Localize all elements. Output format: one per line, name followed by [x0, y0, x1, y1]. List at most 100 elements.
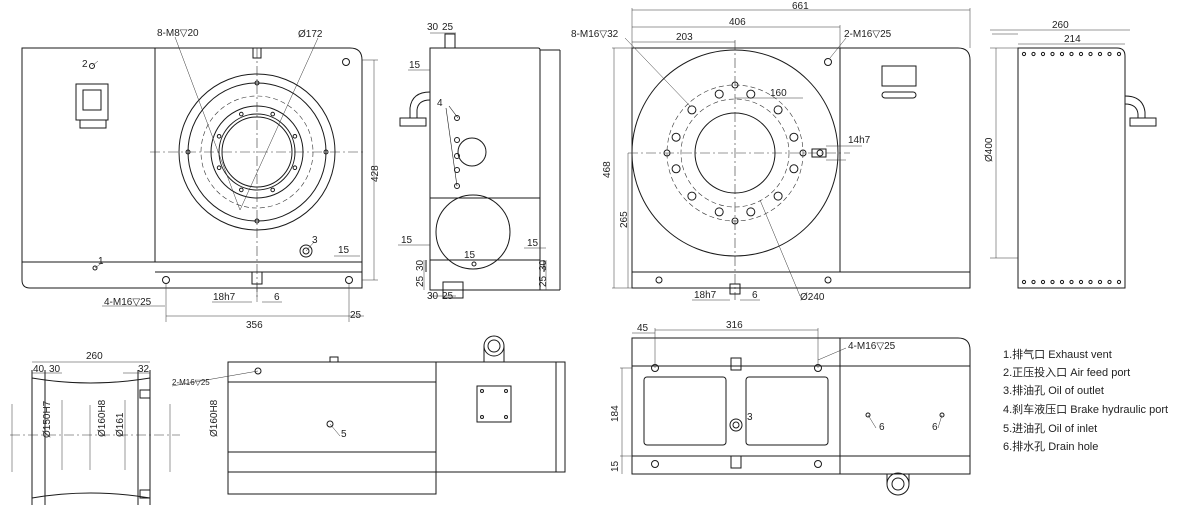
rim-hole [1116, 51, 1122, 57]
side-bl1: 30 [415, 259, 426, 271]
side-bottom-mid: 15 [464, 250, 476, 261]
plate-holes-left-label: 8-M16▽32 [571, 29, 619, 40]
plate-overall-dim: 661 [792, 1, 809, 12]
rim-hole [1050, 279, 1055, 285]
callout-6b: 6 [932, 422, 938, 433]
bottom-side-view: 2-M16▽25 5 [171, 335, 566, 495]
side-view: 30 25 15 15 15 15 30 25 30 25 30 25 4 [398, 22, 561, 302]
front-edge2-dim: 15 [338, 245, 350, 256]
side-top-a: 30 [427, 22, 439, 33]
bolt-hole [292, 165, 298, 170]
bolt-hole [687, 191, 697, 201]
right-w1-dim: 260 [1052, 20, 1069, 31]
rim-hole [1088, 279, 1093, 285]
bolt-hole [746, 207, 756, 217]
side-mid-left: 15 [401, 235, 413, 246]
rim-hole [1097, 279, 1103, 285]
bolt-hole [270, 187, 276, 193]
legend-item-1: 1.排气口 Exhaust vent [1003, 347, 1112, 361]
callout-2: 2 [82, 59, 88, 70]
rim-hole [1078, 279, 1084, 285]
rim-hole [1088, 51, 1093, 57]
plate-low-dim: 265 [619, 211, 630, 228]
detail-d2-dim: Ø160H8 [97, 399, 108, 437]
bottom-plate-view: 45 316 4-M16▽25 184 15 3 6 6 [610, 320, 971, 496]
bolt-hole [239, 111, 244, 117]
bplate-h-dim: 184 [610, 405, 621, 422]
right-w2-dim: 214 [1064, 34, 1081, 45]
front-key-width-dim: 6 [274, 292, 280, 303]
bolt-hole [239, 187, 244, 193]
rim-hole [1059, 51, 1065, 57]
legend-item-2: 2.正压投入口 Air feed port [1003, 365, 1130, 379]
plate-bolt-holes [663, 81, 807, 225]
side-bl2: 25 [415, 275, 426, 287]
right-view: 260 214 Ø400 [984, 20, 1157, 289]
rim-hole [1031, 279, 1036, 285]
detail-d3-dim: Ø161 [115, 412, 126, 437]
front-tapped-holes-label: 8-M8▽20 [157, 28, 199, 39]
detail-section-view: 260 40 30 32 Ø150H7 Ø160H8 Ø161 Ø160H8 [10, 351, 220, 505]
side-left: 15 [409, 60, 421, 71]
rim-hole [1050, 51, 1055, 57]
bolt-hole [270, 111, 276, 117]
front-key-dim: 18h7 [213, 292, 236, 303]
detail-c-dim: 32 [138, 364, 150, 375]
bolt-hole [789, 132, 799, 142]
front-bore-dim: Ø172 [298, 29, 323, 40]
plate-off-dim: 203 [676, 32, 693, 43]
front-height-dim: 428 [370, 165, 381, 182]
side-bot-b: 25 [442, 291, 454, 302]
side-mid-right: 15 [527, 238, 539, 249]
bplate-a-dim: 45 [637, 323, 649, 334]
right-dia-dim: Ø400 [984, 137, 995, 162]
rim-hole [1040, 51, 1046, 57]
callout-6a: 6 [879, 422, 885, 433]
rim-hole [1040, 279, 1046, 285]
detail-b-dim: 30 [49, 364, 61, 375]
plate-pcd-dim: 160 [770, 88, 787, 99]
bplate-holes-label: 4-M16▽25 [848, 341, 896, 352]
plate-span-dim: 406 [729, 17, 746, 28]
front-edge-dim: 25 [350, 310, 362, 321]
legend: 1.排气口 Exhaust vent 2.正压投入口 Air feed port… [1003, 347, 1168, 453]
rim-bolt-holes [1021, 51, 1122, 285]
bolt-hole [789, 164, 799, 174]
detail-d4-dim: Ø160H8 [209, 399, 220, 437]
bolt-hole [292, 134, 298, 139]
rim-hole [1021, 51, 1027, 57]
callout-1: 1 [98, 256, 104, 267]
front-width-dim: 356 [246, 320, 263, 331]
plate-key-dim: 14h7 [848, 135, 871, 146]
bolt-hole [216, 165, 222, 170]
bolt-hole [714, 207, 724, 217]
callout-3: 3 [312, 235, 318, 246]
rim-hole [1069, 51, 1074, 57]
bolt-hole [773, 105, 783, 115]
rim-hole [1097, 51, 1103, 57]
rim-hole [1078, 51, 1084, 57]
plate-height-dim: 468 [602, 161, 613, 178]
bolt-hole [671, 164, 681, 174]
side-top-b: 25 [442, 22, 454, 33]
callout-4: 4 [437, 98, 443, 109]
front-bottom-holes-label: 4-M16▽25 [104, 297, 152, 308]
legend-item-3: 3.排油孔 Oil of outlet [1003, 383, 1104, 397]
bolt-hole [671, 132, 681, 142]
bottom-left-holes-label: 2-M16▽25 [172, 378, 210, 387]
rim-hole [1031, 51, 1036, 57]
bplate-b-dim: 316 [726, 320, 743, 331]
bolt-hole [687, 105, 697, 115]
side-br2: 25 [538, 275, 549, 287]
bolt-hole [714, 89, 724, 99]
bplate-h2-dim: 15 [610, 460, 621, 472]
detail-width-dim: 260 [86, 351, 103, 362]
front-view: 8-M8▽20 Ø172 428 356 25 15 18h7 6 4-M16▽… [21, 28, 381, 331]
rim-hole [1107, 279, 1112, 285]
detail-a-dim: 40 [33, 364, 45, 375]
side-br1: 30 [538, 259, 549, 271]
detail-d1-dim: Ø150H7 [42, 400, 53, 438]
rim-hole [1069, 279, 1074, 285]
callout-3b: 3 [747, 412, 753, 423]
